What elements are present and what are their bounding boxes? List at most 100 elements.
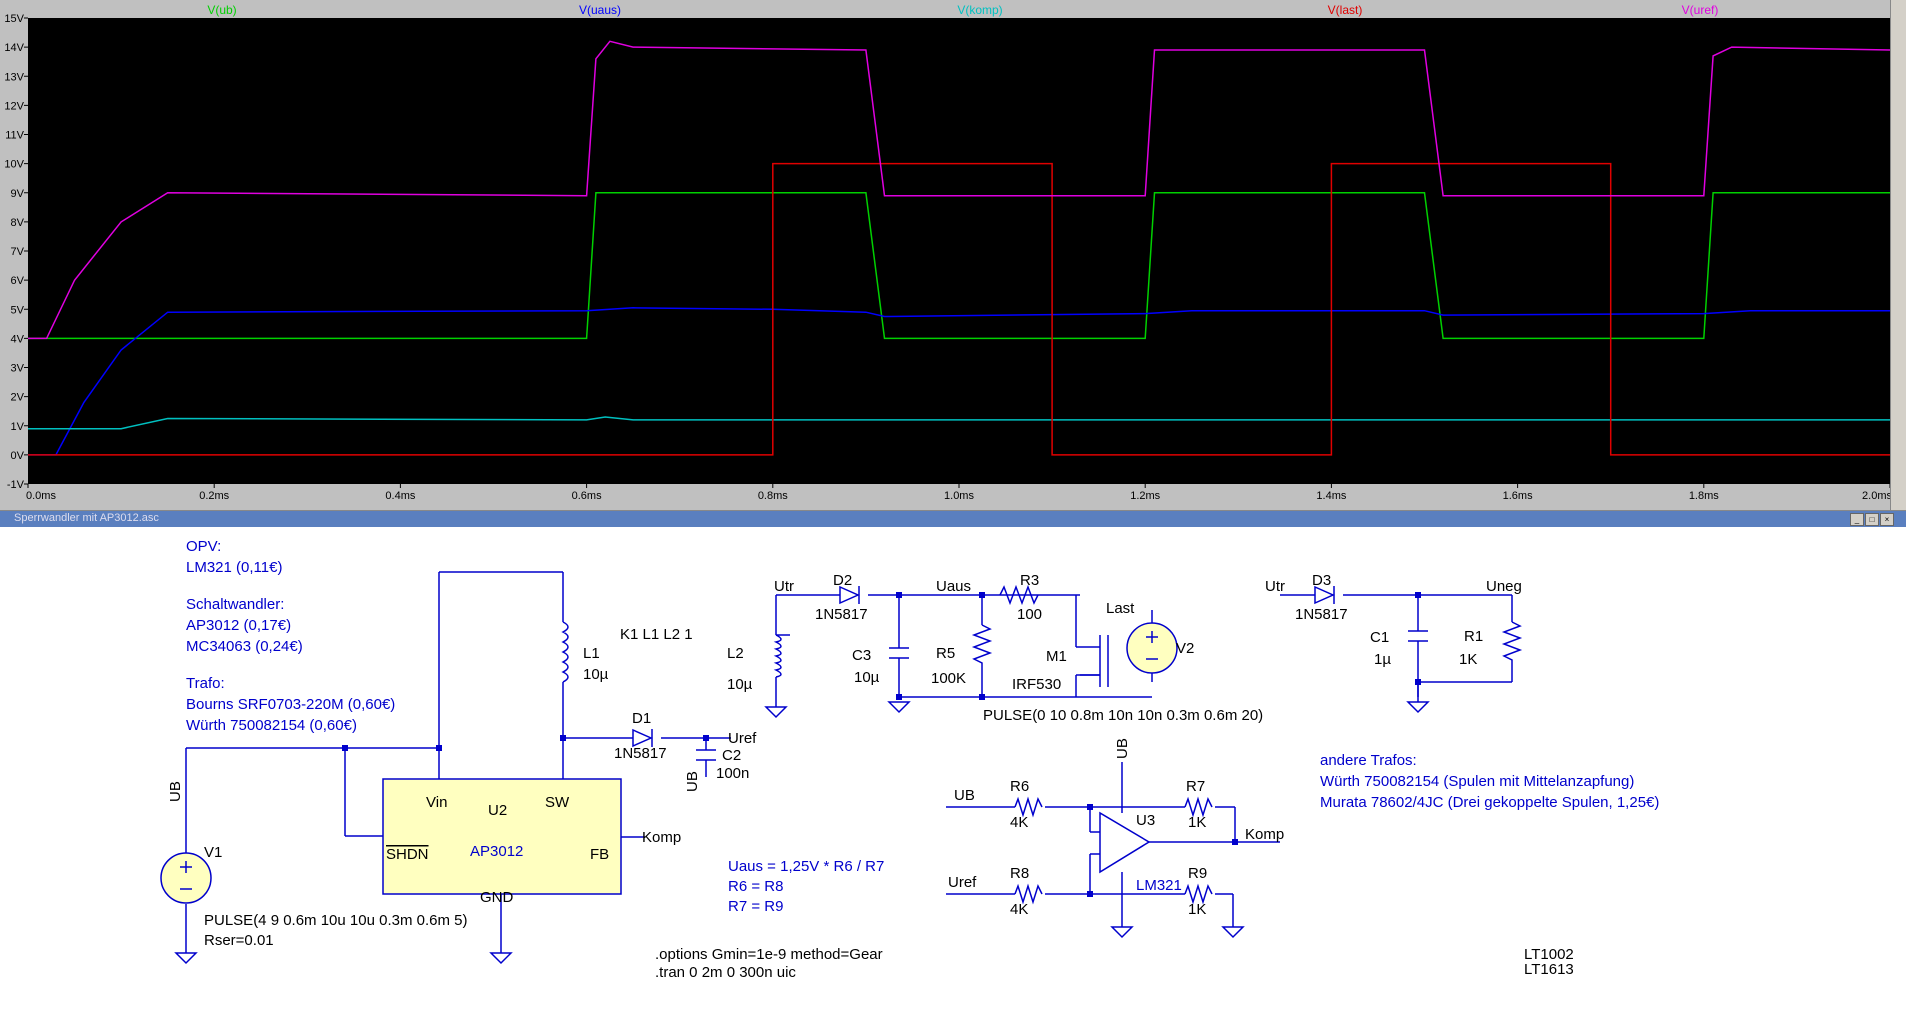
x-tick-label: 0.4ms [385, 490, 415, 502]
trace-vkomp [28, 416, 1890, 430]
coupling-statement: K1 L1 L2 1 [620, 626, 693, 643]
pin-sw: SW [545, 794, 570, 811]
r3-value: 100 [1017, 606, 1042, 623]
r9-label: R9 [1188, 865, 1207, 882]
schematic-title-bar[interactable]: Sperrwandler mit AP3012.asc _ □ × [0, 510, 1906, 528]
trace-label-vlast[interactable]: V(last) [1328, 3, 1363, 17]
net-komp-out: Komp [1245, 826, 1284, 843]
note-sw-part1: AP3012 (0,17€) [186, 617, 291, 634]
r3-label: R3 [1020, 572, 1039, 589]
x-tick-label: 1.4ms [1316, 490, 1346, 502]
net-ub-r6: UB [954, 787, 975, 804]
d1-label: D1 [632, 710, 651, 727]
note-sw-part2: MC34063 (0,24€) [186, 638, 303, 655]
trace-vuref [28, 40, 1891, 340]
schematic-pane[interactable]: OPV: LM321 (0,11€) Schaltwandler: AP3012… [0, 527, 1906, 1028]
y-tick-label: 0V [11, 450, 25, 462]
d3-label: D3 [1312, 572, 1331, 589]
y-tick-label: 7V [11, 246, 25, 258]
r1-label: R1 [1464, 628, 1483, 645]
r8-label: R8 [1010, 865, 1029, 882]
r5-label: R5 [936, 645, 955, 662]
x-tick-label: 1.0ms [944, 490, 974, 502]
net-uneg: Uneg [1486, 578, 1522, 595]
y-tick-label: 10V [4, 159, 24, 171]
y-tick-label: 6V [11, 275, 25, 287]
net-uref: Uref [728, 730, 757, 747]
note-other-title: andere Trafos: [1320, 752, 1417, 769]
v2-label: V2 [1176, 640, 1194, 657]
close-button[interactable]: × [1880, 513, 1894, 526]
trace-label-vuref[interactable]: V(uref) [1682, 3, 1719, 17]
vertical-scrollbar[interactable] [1890, 0, 1906, 510]
plot-area[interactable] [28, 18, 1890, 484]
d2-model: 1N5817 [815, 606, 868, 623]
u2-ic-body[interactable] [382, 778, 622, 895]
c2-value: 100n [716, 765, 749, 782]
v2-pulse: PULSE(0 10 0.8m 10n 10n 0.3m 0.6m 20) [983, 707, 1263, 724]
trace-vuaus [28, 307, 1890, 456]
maximize-button[interactable]: □ [1865, 513, 1879, 526]
net-utr2: Utr [1265, 578, 1285, 595]
v1-rser: Rser=0.01 [204, 932, 274, 949]
ground-symbols [174, 701, 1430, 965]
y-tick-label: 4V [11, 333, 25, 345]
net-uref-r8: Uref [948, 874, 977, 891]
trace-label-vkomp[interactable]: V(komp) [957, 3, 1002, 17]
trace-vlast [28, 162, 1890, 456]
r6-value: 4K [1010, 814, 1028, 831]
schematic-canvas[interactable]: OPV: LM321 (0,11€) Schaltwandler: AP3012… [0, 527, 1906, 1028]
x-tick-label: 0.0ms [26, 490, 56, 502]
pin-shdn: SHDN [386, 846, 429, 863]
note-eq1: R6 = R8 [728, 878, 783, 895]
trace-lines [28, 40, 1891, 456]
r6-label: R6 [1010, 778, 1029, 795]
u2-label: U2 [488, 802, 507, 819]
waveform-plot[interactable]: V(ub) V(uaus) V(komp) V(last) V(uref) 15V 14V… [0, 0, 1906, 510]
l1-inductor-symbol [561, 621, 569, 683]
u3-model: LM321 [1136, 877, 1182, 894]
c1-label: C1 [1370, 629, 1389, 646]
pin-vin: Vin [426, 794, 447, 811]
y-tick-label: 11V [5, 130, 24, 142]
v1-source-symbol[interactable] [160, 852, 212, 904]
note-other-2: Murata 78602/4JC (Drei gekoppelte Spulen… [1320, 794, 1659, 811]
note-lt1002: LT1002 [1524, 946, 1574, 963]
pin-gnd: GND [480, 889, 514, 906]
x-tick-label: 2.0ms [1862, 490, 1892, 502]
v1-label: V1 [204, 844, 222, 861]
y-tick-label: 15V [4, 13, 24, 25]
y-tick-label: 2V [11, 392, 25, 404]
resistor-symbols [971, 584, 1523, 905]
y-tick-label: 5V [11, 304, 25, 316]
d3-diode-symbol [1314, 585, 1335, 605]
minimize-button[interactable]: _ [1850, 513, 1864, 526]
v2-source-symbol[interactable] [1126, 622, 1178, 674]
trace-label-vuaus[interactable]: V(uaus) [579, 3, 621, 17]
u2-model: AP3012 [470, 843, 523, 860]
opamp-symbol[interactable] [1099, 811, 1151, 874]
note-eq2: R7 = R9 [728, 898, 783, 915]
net-komp-fb: Komp [642, 829, 681, 846]
spice-tran: .tran 0 2m 0 300n uic [655, 964, 796, 981]
last-label: Last [1106, 600, 1135, 617]
net-ub-c2: UB [684, 771, 701, 792]
net-utr1: Utr [774, 578, 794, 595]
r8-value: 4K [1010, 901, 1028, 918]
r7-label: R7 [1186, 778, 1205, 795]
x-tick-label: 0.8ms [758, 490, 788, 502]
note-block: OPV: LM321 (0,11€) Schaltwandler: AP3012… [186, 538, 1659, 915]
trace-legend: V(ub) V(uaus) V(komp) V(last) V(uref) [207, 3, 1718, 17]
y-tick-label: 8V [11, 217, 25, 229]
y-tick-label: 14V [4, 42, 24, 54]
waveform-plot-pane[interactable]: V(ub) V(uaus) V(komp) V(last) V(uref) 15V 14V… [0, 0, 1906, 510]
y-tick-label: 3V [11, 363, 25, 375]
l2-inductor-symbol [773, 634, 782, 678]
c2-label: C2 [722, 747, 741, 764]
pin-fb: FB [590, 846, 609, 863]
r9-value: 1K [1188, 901, 1206, 918]
trace-label-vub[interactable]: V(ub) [207, 3, 236, 17]
note-trafo-part1: Bourns SRF0703-220M (0,60€) [186, 696, 395, 713]
r1-value: 1K [1459, 651, 1477, 668]
